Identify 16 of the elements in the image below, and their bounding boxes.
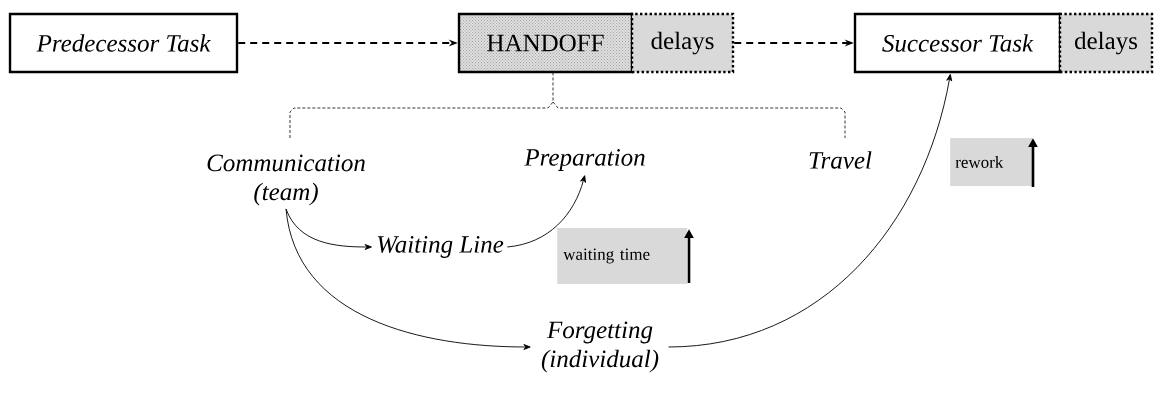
indicator-box: rework (950, 138, 1038, 187)
handoff-box: HANDOFF (457, 12, 634, 74)
factor-label: Travel (809, 151, 872, 169)
delay-box: delays (1058, 12, 1154, 74)
arrow (285, 208, 372, 250)
arrow (668, 73, 953, 348)
factor-label: Waiting Line (377, 236, 504, 258)
arrow (285, 208, 531, 350)
arrow (506, 175, 586, 248)
indicator-box: waiting time (557, 228, 694, 284)
task-box: Successor Task (853, 12, 1062, 74)
factor-label: Preparation (524, 149, 645, 171)
delay-box: delays (630, 12, 735, 74)
task-box: Predecessor Task (8, 12, 239, 74)
factor-label: Communication (team) (207, 154, 365, 206)
factor-label: Forgetting (individual) (541, 321, 659, 373)
